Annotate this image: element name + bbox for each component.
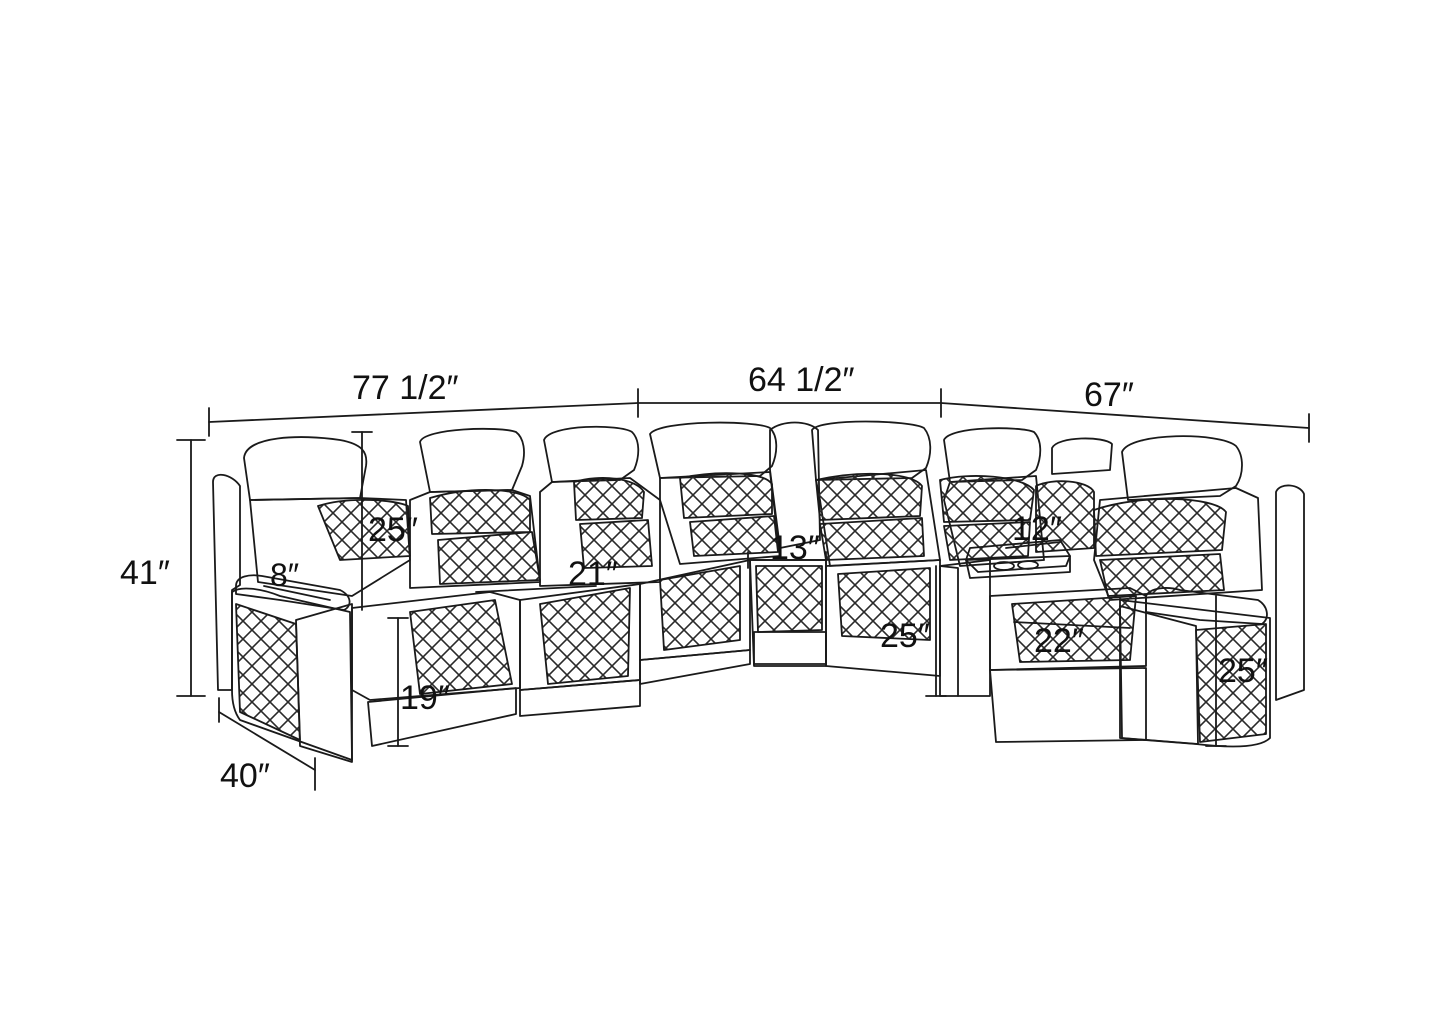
corner-wedge [749, 421, 827, 667]
right-recliner [989, 435, 1305, 748]
seat-width-label: 21″ [568, 555, 618, 593]
overall-height-label: 41″ [120, 554, 170, 592]
back-height-label: 25″ [368, 511, 418, 549]
corner-wedge-width-label: 13″ [770, 529, 820, 567]
interior-measure-lines [263, 431, 1227, 747]
overall-depth-line [218, 697, 316, 791]
overall-left-width-label: 77 1/2″ [352, 369, 459, 407]
left-recliner [212, 436, 411, 763]
overall-right-width-label: 67″ [1084, 376, 1134, 414]
console-height-label: 25″ [880, 617, 930, 655]
overall-width-lines [208, 388, 1310, 443]
overall-middle-width-label: 64 1/2″ [748, 361, 855, 399]
overall-height-line [176, 439, 206, 697]
seat-height-label: 19″ [400, 679, 450, 717]
right-seat-2 [939, 427, 1045, 567]
arm-width-label: 8″ [270, 557, 300, 593]
recliner-seat-width-label: 22″ [1034, 622, 1084, 660]
console-width-label: 12″ [1012, 510, 1062, 548]
overall-depth-label: 40″ [220, 757, 270, 795]
left-seat-2 [351, 427, 541, 747]
recliner-arm-height-label: 25″ [1218, 652, 1268, 690]
middle-seat [639, 421, 781, 685]
console [939, 437, 1113, 697]
left-seat-3 [519, 425, 661, 717]
